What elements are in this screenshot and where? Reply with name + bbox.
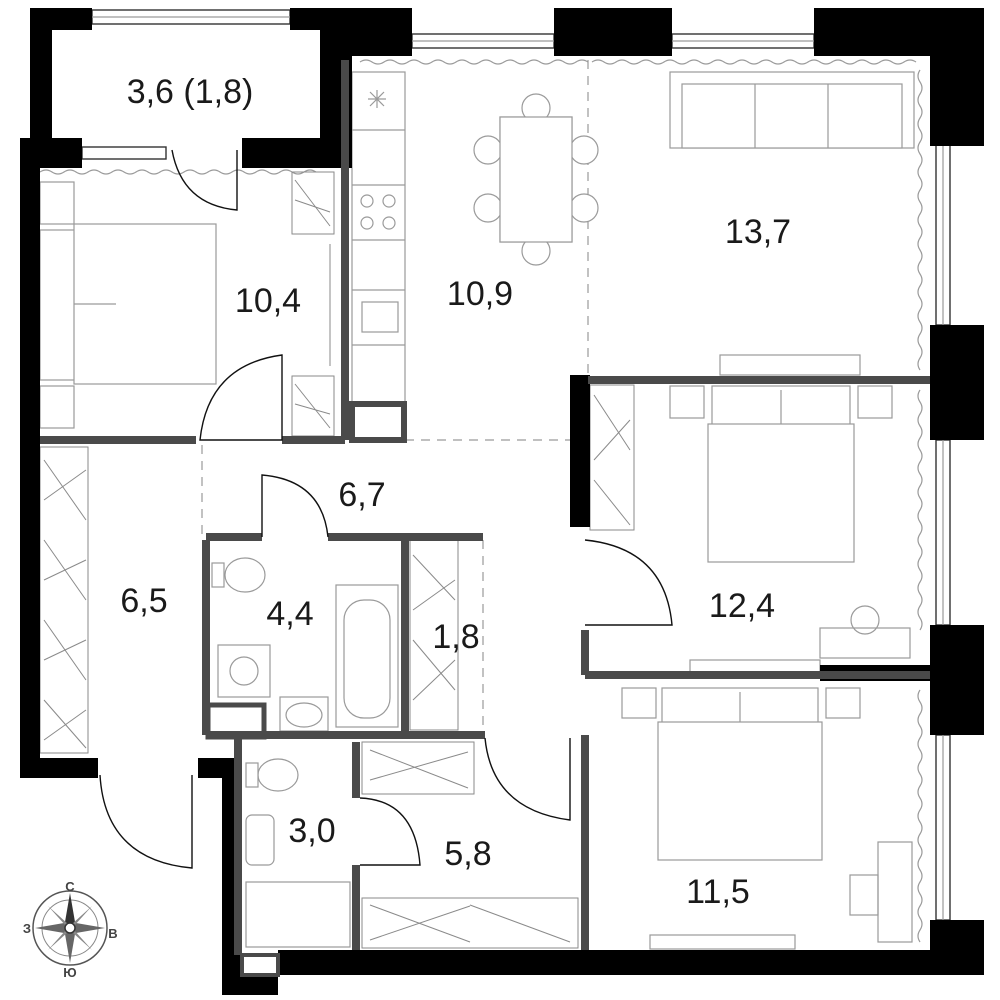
storage-area-label: 1,8 [432, 618, 479, 656]
hall-area-label: 6,7 [338, 476, 385, 514]
bedroom-right-lower-area-label: 11,5 [686, 873, 750, 911]
area-labels: 3,6 (1,8) 10,4 10,9 13,7 6,7 6,5 4,4 1,8… [120, 73, 791, 911]
partitions [40, 60, 930, 977]
corridor-area-label: 5,8 [444, 835, 491, 873]
dining-table [473, 93, 599, 266]
wc-fixtures [245, 758, 351, 948]
bedroom-right-upper-area-label: 12,4 [709, 587, 775, 625]
bathroom-area-label: 4,4 [266, 595, 313, 633]
compass-rose: С Ю З В [23, 879, 118, 980]
kitchen-counter [351, 71, 406, 403]
compass-north-label: С [65, 879, 75, 894]
entry-area-label: 6,5 [120, 582, 167, 620]
compass-east-label: В [108, 926, 117, 941]
kitchen-area-label: 10,9 [447, 275, 513, 313]
wc-area-label: 3,0 [288, 812, 335, 850]
compass-needle-north-icon [65, 893, 75, 928]
bathroom-fixtures [211, 557, 399, 732]
bedroom-left-area-label: 10,4 [235, 282, 301, 320]
tv-stand [719, 354, 861, 376]
doors [99, 149, 673, 869]
compass-west-label: З [23, 921, 31, 936]
wardrobe-entry [39, 446, 89, 754]
corridor-closets [361, 741, 579, 949]
sofa [669, 71, 915, 149]
bed-right-lower [621, 687, 913, 950]
balcony-area-label: 3,6 (1,8) [127, 73, 254, 111]
compass-south-label: Ю [63, 965, 76, 980]
windows [81, 9, 951, 921]
furniture [39, 71, 915, 950]
living-area-label: 13,7 [725, 213, 791, 251]
bed-right-upper [589, 384, 911, 673]
compass-ring-icon [32, 890, 108, 966]
bed-left [39, 181, 217, 429]
